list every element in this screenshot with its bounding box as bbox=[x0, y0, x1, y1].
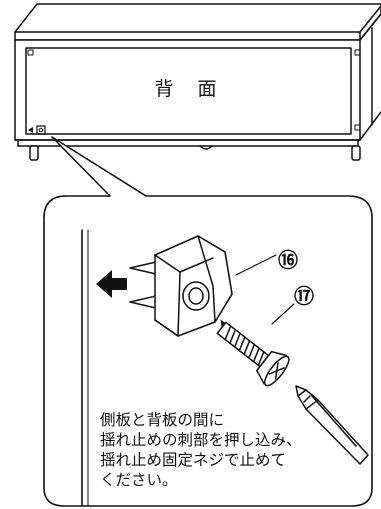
fixing-screw bbox=[216, 319, 290, 387]
instruction-text: 側板と背板の間に 揺れ止めの刺部を押し込み、 揺れ止め固定ネジで止めて ください… bbox=[100, 410, 375, 490]
leader-17 bbox=[271, 303, 295, 325]
part-number-17: ⑰ bbox=[294, 284, 314, 308]
leg-right bbox=[351, 145, 361, 161]
instruction-line: ください。 bbox=[100, 471, 178, 489]
instruction-line: 揺れ止め固定ネジで止めて bbox=[100, 451, 287, 469]
stopper-bracket bbox=[129, 235, 233, 337]
screwdriver bbox=[295, 385, 369, 465]
leader-16 bbox=[235, 254, 277, 276]
cabinet bbox=[14, 3, 381, 161]
back-panel-label: 背 面 bbox=[154, 78, 226, 100]
anchor-mark bbox=[28, 125, 46, 135]
back-panel bbox=[25, 47, 352, 135]
leg-left bbox=[29, 145, 39, 161]
cabinet-back-frame bbox=[14, 39, 361, 141]
instruction-line: 側板と背板の間に bbox=[100, 411, 225, 429]
cabinet-top bbox=[14, 3, 381, 41]
part-number-16: ⑯ bbox=[278, 248, 298, 272]
push-arrow-icon bbox=[96, 270, 127, 298]
instruction-line: 揺れ止めの刺部を押し込み、 bbox=[100, 431, 302, 449]
